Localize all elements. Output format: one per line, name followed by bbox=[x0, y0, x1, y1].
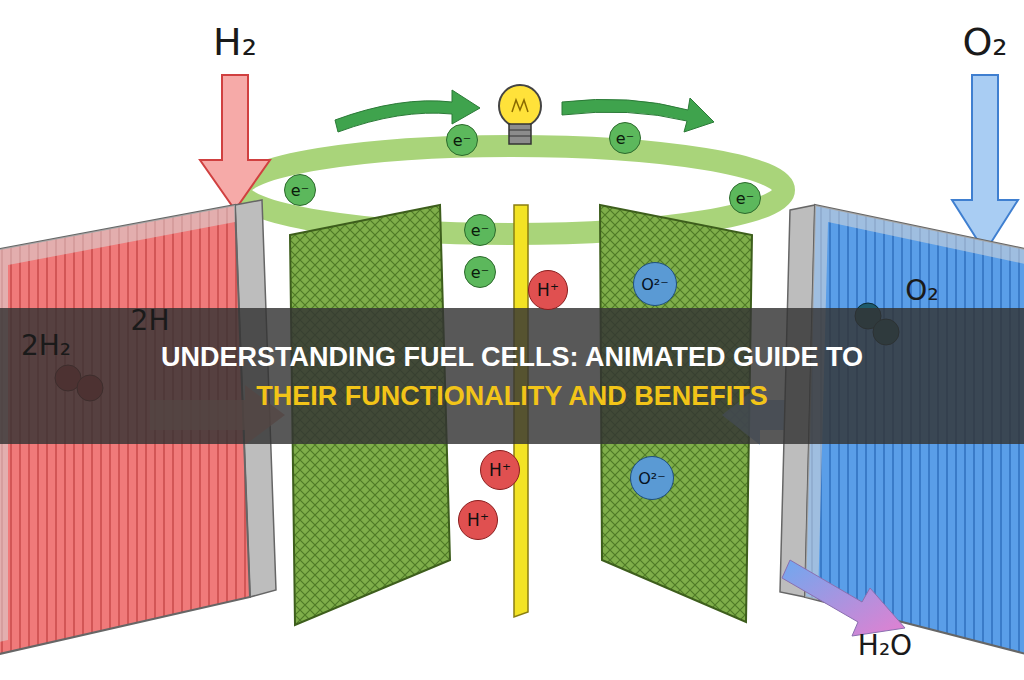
water-outlet-arrow bbox=[782, 560, 905, 636]
oxide-ion: O²⁻ bbox=[630, 456, 674, 500]
oxide-ion: O²⁻ bbox=[633, 262, 677, 306]
electron: e⁻ bbox=[284, 174, 316, 206]
product-label: H₂O bbox=[858, 629, 912, 662]
title: UNDERSTANDING FUEL CELLS: ANIMATED GUIDE… bbox=[140, 338, 885, 416]
light-bulb bbox=[499, 85, 541, 144]
gas-name: O₂ bbox=[962, 20, 1007, 64]
oxygen-inlet-arrow bbox=[952, 75, 1018, 252]
molecule-label: 2H bbox=[131, 304, 170, 337]
electron: e⁻ bbox=[729, 182, 761, 214]
hydrogen-inlet-arrow bbox=[200, 75, 270, 210]
proton: H⁺ bbox=[480, 450, 520, 490]
electron: e⁻ bbox=[446, 124, 478, 156]
circuit-loop bbox=[240, 146, 784, 234]
proton: H⁺ bbox=[458, 500, 498, 540]
electron: e⁻ bbox=[609, 122, 641, 154]
molecule-label: O₂ bbox=[905, 274, 938, 307]
gas-name: H₂ bbox=[213, 20, 257, 64]
electron: e⁻ bbox=[464, 256, 496, 288]
electron: e⁻ bbox=[464, 214, 496, 246]
molecule-label: 2H₂ bbox=[21, 329, 71, 362]
electron-flow-arrow bbox=[562, 98, 714, 132]
proton: H⁺ bbox=[528, 270, 568, 310]
